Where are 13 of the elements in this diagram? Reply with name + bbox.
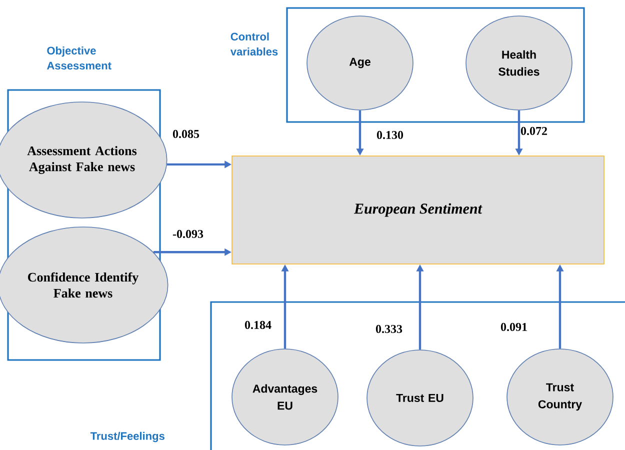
edge-label: 0.091 [500,322,527,332]
group-heading: Control variables [230,32,278,56]
group-frame [210,301,625,450]
group-heading: Trust/Feelings [90,432,164,442]
edge-label: -0.093 [172,230,204,238]
outcome-box: European Sentiment [232,156,604,264]
edge-label: 0.184 [244,320,272,330]
edge-label: 0.085 [172,130,200,138]
edge-label: 0.130 [376,130,404,140]
edge-label: 0.072 [520,126,547,136]
group-heading: Objective Assessment [46,46,112,70]
edge-label: 0.333 [376,324,402,334]
group-frame [286,7,585,123]
